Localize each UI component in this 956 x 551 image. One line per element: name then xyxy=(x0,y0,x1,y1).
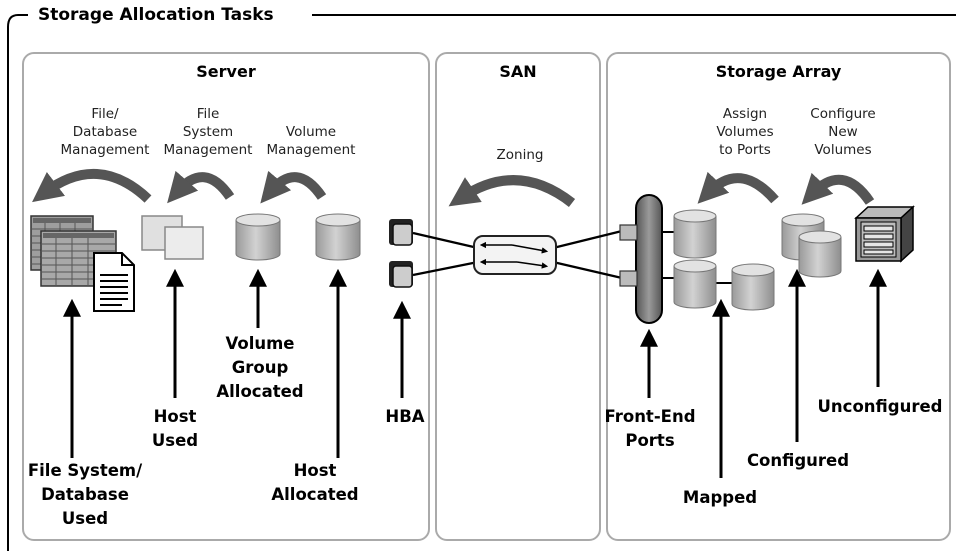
configure-volumes-arrow xyxy=(801,172,875,205)
fs-mgmt-arrow xyxy=(167,170,235,204)
label-mapped: Mapped xyxy=(682,488,758,507)
storage-array-panel xyxy=(606,52,951,541)
volume-cylinders xyxy=(235,209,842,311)
front-end-ports-icon xyxy=(619,194,663,324)
file-db-mgmt-arrow xyxy=(32,169,152,203)
task-zoning: Zoning xyxy=(496,147,544,163)
server-panel-title: Server xyxy=(196,62,256,81)
mapped-volume-cylinder-2 xyxy=(673,259,717,309)
storage-array-panel-title: Storage Array xyxy=(715,62,842,81)
label-configured: Configured xyxy=(746,451,850,470)
document-icon xyxy=(93,252,135,312)
volume-mgmt-arrow xyxy=(260,170,327,204)
storage-unit-icon xyxy=(854,205,915,263)
san-panel-title: SAN xyxy=(499,62,537,81)
pointer-arrows xyxy=(63,268,887,478)
switch-icon xyxy=(473,235,557,275)
label-hba: HBA xyxy=(385,407,425,426)
hba-icon xyxy=(389,219,413,288)
mapped-volume-cylinder-1 xyxy=(673,209,717,259)
folder-icon xyxy=(141,215,204,260)
san-cables xyxy=(412,229,623,280)
zoning-arrow xyxy=(448,175,576,207)
port-connections xyxy=(662,231,732,284)
task-arrows xyxy=(32,169,875,207)
mapped-volume-cylinder-3 xyxy=(731,263,775,311)
diagram-title: Storage Allocation Tasks xyxy=(30,5,282,25)
configured-volume-cylinder-2 xyxy=(798,230,842,278)
san-panel xyxy=(435,52,601,541)
host-volume-cylinder xyxy=(315,213,361,261)
label-unconfigured: Unconfigured xyxy=(817,397,943,416)
outer-frame xyxy=(7,14,956,551)
assign-volumes-arrow xyxy=(697,171,779,204)
volume-group-cylinder xyxy=(235,213,281,261)
server-panel xyxy=(22,52,430,541)
